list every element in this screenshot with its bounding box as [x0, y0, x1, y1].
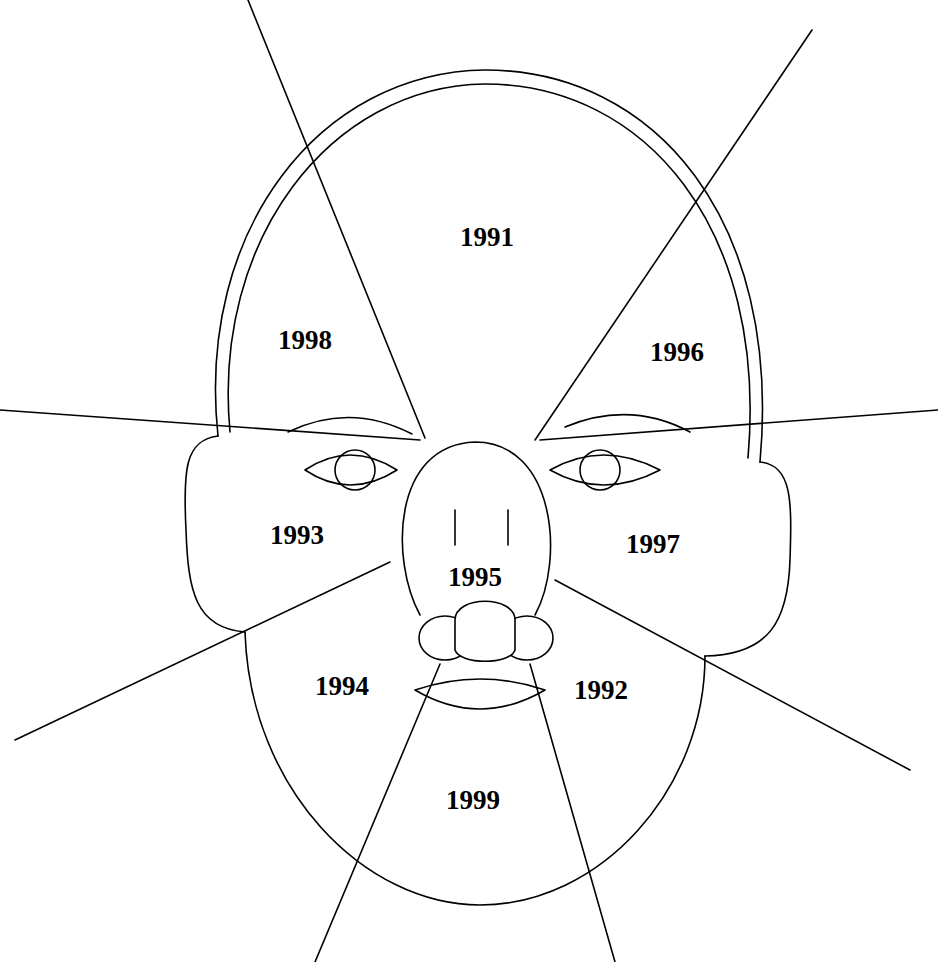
- divider-line: [535, 30, 812, 440]
- right-iris: [580, 450, 620, 490]
- left-eye: [305, 455, 397, 485]
- divider-line: [248, 0, 425, 438]
- hair-line: [228, 84, 750, 458]
- divider-line: [530, 664, 615, 962]
- right-ear: [705, 462, 791, 656]
- nose-line: [454, 510, 456, 545]
- year-label: 1996: [650, 339, 704, 366]
- divider-line: [0, 410, 420, 440]
- divider-line: [315, 664, 440, 962]
- mouth: [415, 679, 545, 709]
- left-ear: [185, 436, 245, 632]
- divider-line: [540, 410, 938, 440]
- head-outline: [215, 70, 762, 462]
- year-label: 1999: [446, 787, 500, 814]
- nose-line: [507, 510, 509, 545]
- year-label: 1993: [270, 522, 324, 549]
- nose-tip: [455, 601, 515, 661]
- year-label: 1991: [460, 224, 514, 251]
- divider-line: [15, 562, 390, 740]
- year-label: 1995: [448, 564, 502, 591]
- nose-outline: [402, 442, 550, 615]
- jaw-outline: [245, 632, 705, 905]
- year-label: 1992: [574, 677, 628, 704]
- year-label: 1997: [626, 531, 680, 558]
- right-eye: [550, 455, 660, 485]
- year-label: 1998: [278, 327, 332, 354]
- left-iris: [335, 450, 375, 490]
- year-label: 1994: [315, 673, 369, 700]
- divider-line: [555, 580, 910, 770]
